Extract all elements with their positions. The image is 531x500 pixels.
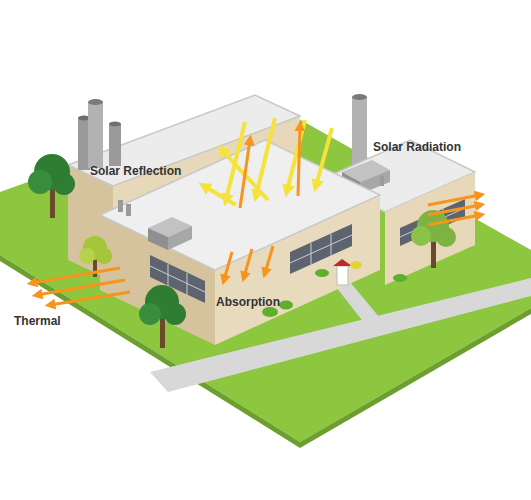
label-holder: Absorption [216,292,280,310]
thermal-label: Thermal [14,314,61,328]
label-holder: Thermal [14,311,61,329]
absorption-label: Absorption [216,295,280,309]
reflection-label: Solar Reflection [90,164,181,178]
label-holder: Solar Radiation [373,137,461,155]
radiation-label: Solar Radiation [373,140,461,154]
label-holder: Solar Reflection [90,161,181,179]
